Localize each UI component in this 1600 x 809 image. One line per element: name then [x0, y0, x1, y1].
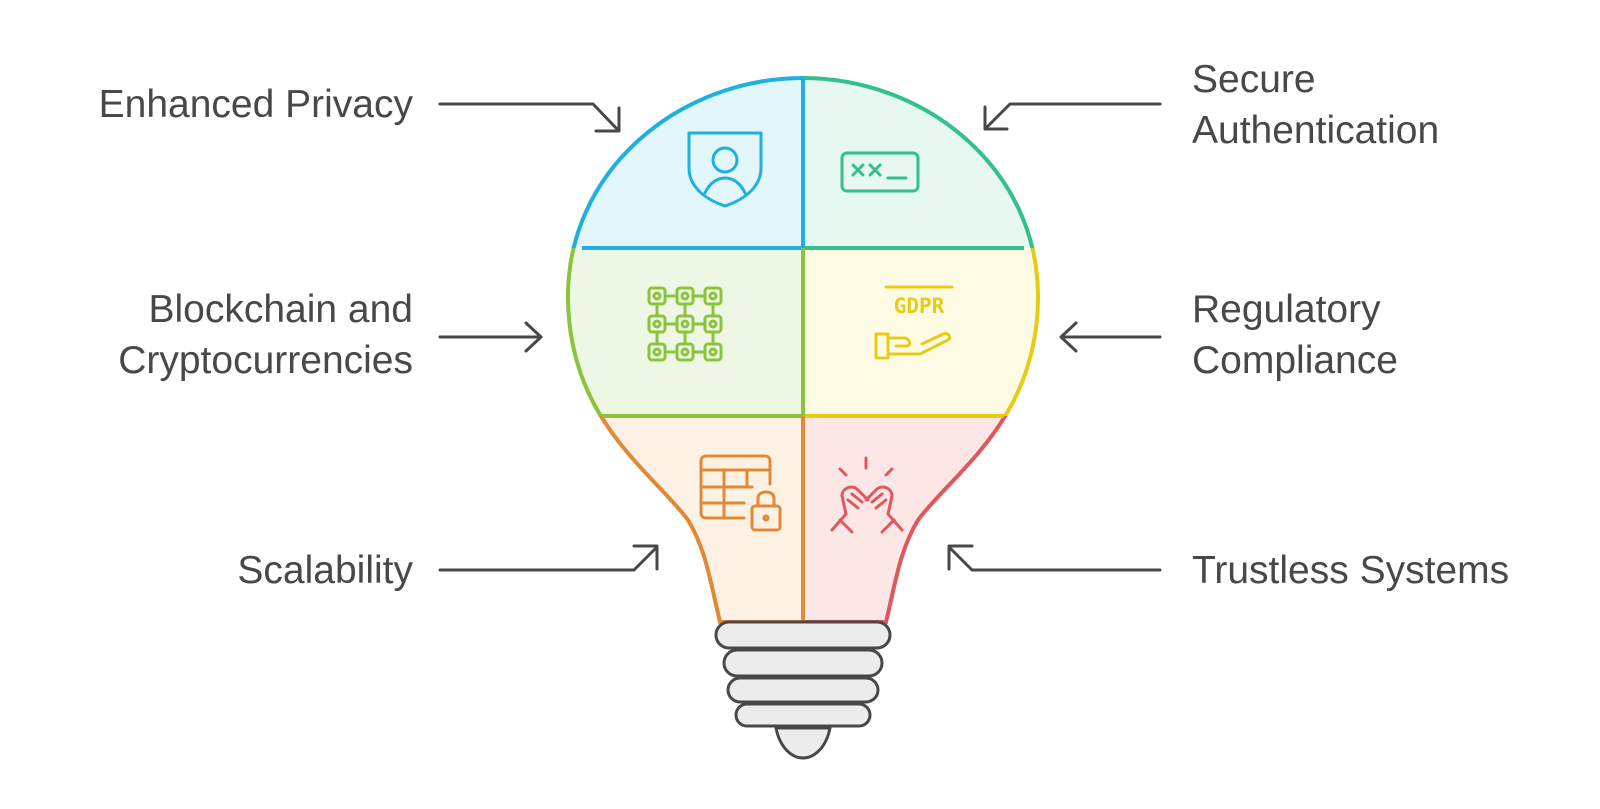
base-tip	[774, 726, 832, 760]
arrow-secure-authentication	[983, 102, 1162, 131]
label-line: Regulatory	[1192, 288, 1381, 331]
arrow-regulatory-compliance	[1059, 321, 1162, 353]
arrow-trustless-systems	[947, 544, 1162, 572]
segment-enhanced-privacy	[567, 78, 803, 248]
chain-node	[652, 291, 662, 301]
label-scalability: Scalability	[237, 545, 413, 596]
gdpr-hand-icon: GDPR	[874, 285, 954, 360]
chain-node	[652, 347, 662, 357]
chain-node	[708, 319, 718, 329]
label-line: Blockchain and	[148, 288, 413, 331]
label-line: Secure	[1192, 58, 1316, 101]
chain-node	[680, 319, 690, 329]
base-ring-1	[714, 620, 892, 650]
label-enhanced-privacy: Enhanced Privacy	[99, 79, 413, 130]
segment-dividers	[582, 78, 1024, 622]
label-trustless-systems: Trustless Systems	[1192, 545, 1509, 596]
arrow-blockchain-and-cryptocurrencies	[438, 321, 543, 353]
base-ring-4	[734, 702, 872, 728]
outline-scalability	[598, 416, 803, 624]
label-line: Scalability	[237, 549, 413, 592]
gdpr-text: GDPR	[894, 294, 945, 318]
label-line: Cryptocurrencies	[118, 339, 413, 382]
arrow-enhanced-privacy	[438, 102, 621, 133]
label-line: Authentication	[1192, 109, 1440, 152]
label-line: Trustless Systems	[1192, 549, 1510, 592]
segment-secure-authentication	[803, 78, 1039, 248]
base-ring-3	[726, 676, 880, 704]
blockchain-grid-icon	[647, 286, 723, 362]
arrows	[438, 102, 1162, 572]
outline-trustless-systems	[803, 416, 1008, 624]
base-ring-2	[722, 648, 884, 678]
handshake-icon	[830, 456, 904, 534]
bulb-base	[714, 620, 892, 760]
password-field-icon	[840, 151, 920, 193]
arrow-scalability	[438, 544, 659, 572]
chain-node	[652, 319, 662, 329]
label-line: Enhanced Privacy	[98, 83, 413, 126]
locked-table-icon	[699, 454, 782, 532]
label-line: Compliance	[1192, 339, 1398, 382]
shield-user-icon	[687, 131, 763, 208]
chain-node	[680, 291, 690, 301]
chain-node	[680, 347, 690, 357]
chain-node	[708, 347, 718, 357]
chain-node	[708, 291, 718, 301]
segment-regulatory-compliance	[803, 248, 1039, 416]
